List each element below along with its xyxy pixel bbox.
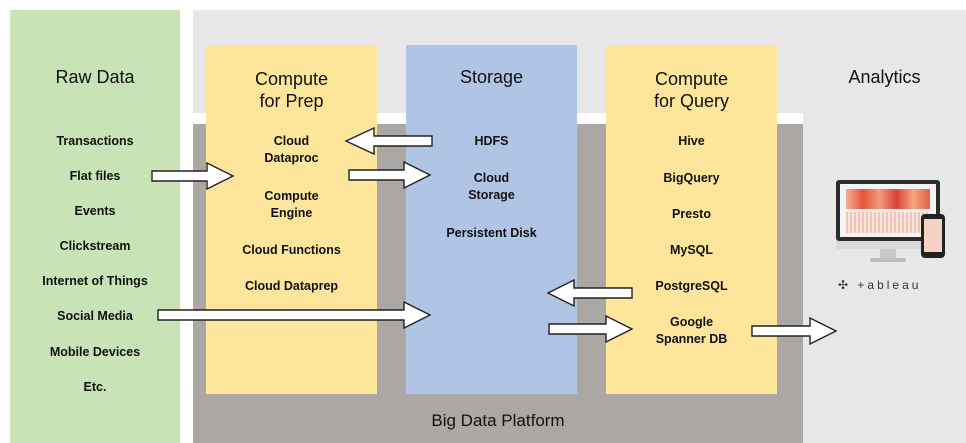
monitor-stand xyxy=(880,249,896,258)
compute-prep-heading: Compute for Prep xyxy=(254,69,329,111)
storage-heading: Storage xyxy=(459,67,524,87)
tableau-logo-text: +ableau xyxy=(857,278,922,292)
query-item-bigquery: BigQuery xyxy=(663,171,720,185)
raw-item-flat-files: Flat files xyxy=(69,169,121,183)
prep-item-cloud-dataproc: Cloud Dataproc xyxy=(264,134,319,165)
raw-item-internet-of-things: Internet of Things xyxy=(42,274,148,288)
query-item-mysql: MySQL xyxy=(669,243,714,257)
raw-item-mobile-devices: Mobile Devices xyxy=(49,345,141,359)
arrow-storage-to-spanner xyxy=(548,314,634,344)
raw-item-transactions: Transactions xyxy=(56,134,134,148)
query-item-presto: Presto xyxy=(672,207,711,221)
arrow-spanner-to-analytics xyxy=(751,316,838,346)
storage-item-hdfs: HDFS xyxy=(474,134,509,148)
compute-query-heading: Compute for Query xyxy=(653,69,730,111)
tableau-logo-icon: ✣ +ableau xyxy=(838,278,921,292)
raw-item-clickstream: Clickstream xyxy=(59,239,131,253)
storage-item-persistent-disk: Persistent Disk xyxy=(446,226,537,240)
arrow-socialmedia-to-storage xyxy=(157,300,432,330)
phone-screen xyxy=(924,219,942,252)
arrow-hdfs-to-dataproc xyxy=(344,126,433,156)
storage-column xyxy=(406,45,577,394)
raw-data-panel xyxy=(10,10,180,443)
storage-item-cloud-storage: Cloud Storage xyxy=(468,171,515,202)
raw-data-heading: Raw Data xyxy=(55,67,135,87)
arrow-postgresql-to-storage xyxy=(546,278,633,308)
arrow-flatfiles-to-dataproc xyxy=(151,161,235,191)
big-data-platform-label: Big Data Platform xyxy=(431,411,565,430)
query-item-hive: Hive xyxy=(678,134,705,148)
compute-prep-column xyxy=(206,45,377,394)
prep-item-cloud-functions: Cloud Functions xyxy=(242,243,341,257)
raw-item-social-media: Social Media xyxy=(57,309,133,323)
dashboard-heatmap-graphic xyxy=(846,189,930,209)
tableau-cross-icon: ✣ xyxy=(838,278,852,292)
compute-query-column xyxy=(606,45,777,394)
raw-item-events: Events xyxy=(74,204,116,218)
analytics-heading: Analytics xyxy=(848,67,921,87)
query-item-postgresql: PostgreSQL xyxy=(655,279,728,293)
monitor-chin xyxy=(836,241,940,249)
arrow-dataproc-to-storage xyxy=(348,160,432,190)
query-item-google-spanner-db: Google Spanner DB xyxy=(655,315,728,346)
prep-item-compute-engine: Compute Engine xyxy=(264,189,319,220)
dashboard-lines-graphic xyxy=(846,212,930,233)
monitor-base xyxy=(870,258,906,262)
raw-item-etc: Etc. xyxy=(83,380,107,394)
prep-item-cloud-dataprep: Cloud Dataprep xyxy=(244,279,339,293)
